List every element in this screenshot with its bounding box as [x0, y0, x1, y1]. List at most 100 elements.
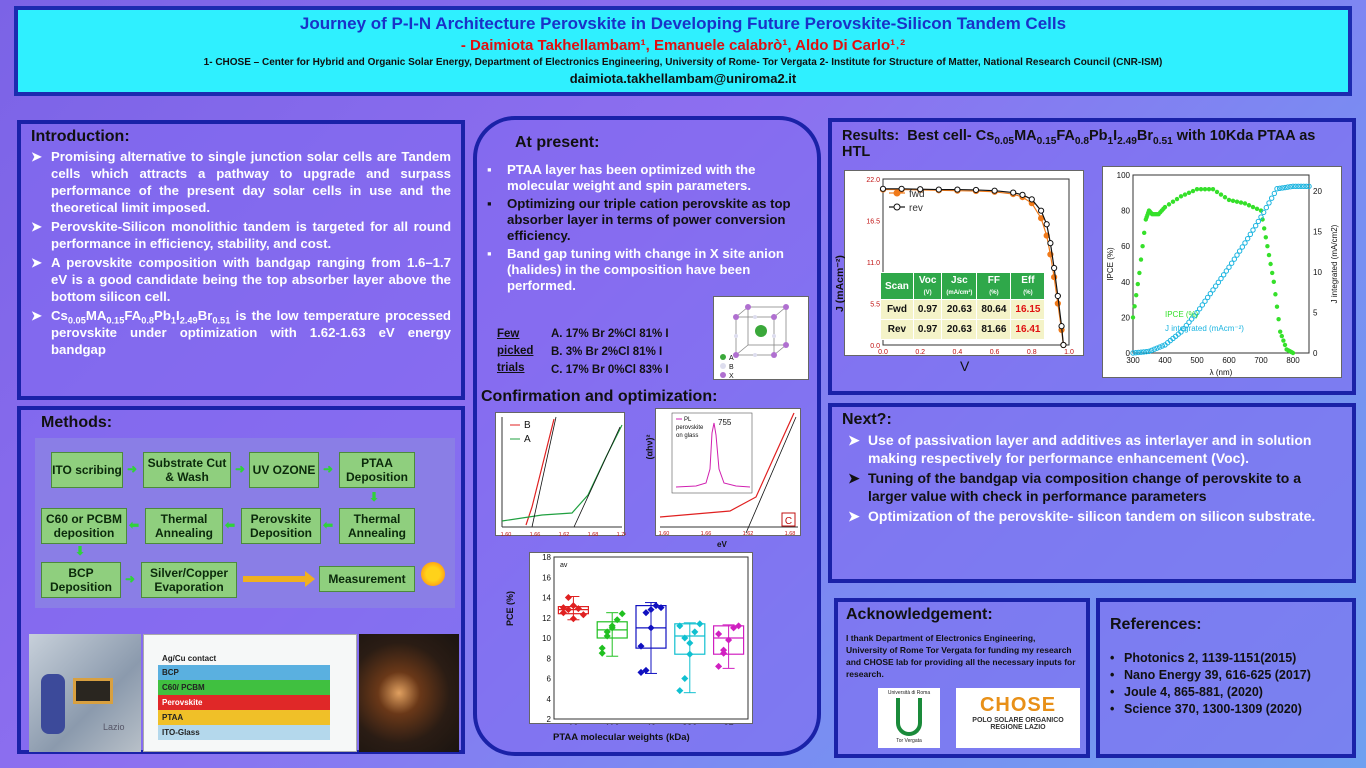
ipce-point: [1270, 270, 1275, 276]
data-point: [686, 650, 694, 658]
data-point: [564, 593, 572, 602]
svg-text:X: X: [729, 373, 734, 380]
flow-step: Perovskite Deposition: [241, 508, 321, 544]
methods-heading: Methods:: [41, 414, 113, 431]
legend-label: fwd: [909, 189, 925, 200]
arrow-left-icon: ⬅: [323, 518, 334, 532]
ipce-point: [1194, 187, 1200, 192]
y-tick-label: 4: [547, 695, 552, 704]
ipce-point: [1271, 279, 1276, 284]
perovskite-formula: Cs0.05MA0.15FA0.8Pb1I2.49Br0.51: [51, 308, 231, 326]
trial-option: A. 17% Br 2%Cl 81% I: [551, 328, 669, 340]
arrow-left-icon: ⬅: [225, 518, 236, 532]
arrow-right-icon: ➜: [235, 462, 246, 476]
jint-point: [1282, 184, 1288, 191]
jint-point: [1154, 345, 1160, 351]
ipce-point: [1182, 192, 1188, 197]
x-axis-label: λ (nm): [1210, 368, 1233, 377]
x-tick-label: 0.8: [1027, 349, 1037, 356]
device-stack-diagram: Ag/Cu contact BCP C60/ PCBM Perovskite P…: [143, 634, 357, 752]
data-point: [898, 185, 905, 192]
legend-label: B: [524, 420, 531, 431]
pce-boxplot: 24681012141618av101164039037: [529, 552, 753, 733]
y-tick-label: 6: [547, 675, 552, 684]
x-tick-label: 40: [646, 723, 656, 725]
bullet-text: Band gap tuning with change in X site an…: [507, 246, 784, 293]
ipce-point: [1132, 304, 1137, 309]
arrow-down-icon: ⬇: [75, 544, 86, 558]
x-tick-label: 400: [1158, 356, 1172, 365]
arrow-bullet-icon: ➤: [848, 432, 860, 448]
ipce-point: [1218, 192, 1224, 197]
x-tick-label: 37: [724, 723, 734, 725]
poster-header: Journey of P-I-N Architecture Perovskite…: [14, 6, 1352, 96]
ipce-point: [1254, 206, 1260, 212]
layer-bcp: BCP: [158, 665, 330, 680]
x-tick-label: 600: [1222, 356, 1236, 365]
poster-authors: - Daimiota Takhellambam¹, Emanuele calab…: [460, 37, 906, 54]
jint-point: [1231, 256, 1238, 262]
jint-point: [1274, 186, 1280, 192]
jint-point: [1228, 260, 1235, 266]
y-tick-label: 80: [1121, 207, 1130, 216]
ipce-point: [1130, 315, 1136, 320]
jint-point: [1204, 294, 1211, 301]
long-arrow: [243, 576, 307, 582]
jint-point: [1210, 287, 1216, 293]
data-point: [686, 639, 694, 647]
next-list: ➤Use of passivation layer and additives …: [848, 431, 1342, 525]
results-section: Results: Best cell- Cs0.05MA0.15FA0.8Pb1…: [828, 118, 1356, 395]
legend-label: on glass: [676, 433, 698, 439]
x-tick-label: 0.2: [915, 349, 925, 356]
ipce-point: [1206, 187, 1212, 192]
ipce-point: [1138, 257, 1144, 262]
acknowledgement-section: Acknowledgement: I thank Department of E…: [834, 598, 1090, 758]
jint-point: [1306, 183, 1312, 190]
flow-step: Thermal Annealing: [145, 508, 223, 544]
ipce-point: [1170, 199, 1176, 204]
arrow-bullet-icon: ➤: [848, 508, 860, 524]
jint-point: [1191, 313, 1198, 319]
data-point: [879, 185, 887, 192]
jint-point: [1202, 298, 1208, 304]
poster-email[interactable]: daimiota.takhellambam@uniroma2.it: [569, 71, 797, 86]
trial-option: C. 17% Br 0%Cl 83% I: [551, 364, 669, 376]
jint-point: [1239, 244, 1246, 250]
column-header: FF(%): [976, 272, 1012, 300]
data-point: [1028, 196, 1035, 203]
ipce-point: [1226, 197, 1232, 203]
ipce-point: [1281, 338, 1286, 343]
jint-point: [1298, 183, 1304, 190]
x-tick-label: 1.66: [530, 532, 541, 537]
arrow-left-icon: ⬅: [129, 518, 140, 532]
data-point: [1043, 221, 1050, 228]
bullet-text: A perovskite composition with bandgap ra…: [51, 255, 451, 304]
ipce-point: [1198, 187, 1204, 192]
y-tick-label: 22.0: [866, 177, 880, 184]
tor-vergata-logo: Università di Roma Tor Vergata: [878, 688, 940, 748]
confirmation-heading: Confirmation and optimization:: [481, 388, 718, 405]
data-point: [715, 662, 723, 670]
jint-point: [1135, 349, 1142, 356]
ipce-point: [1266, 252, 1272, 258]
list-item: •Science 370, 1300-1309 (2020): [1110, 702, 1302, 716]
data-point: [954, 186, 961, 193]
data-point: [1010, 189, 1017, 196]
list-item: ▪PTAA layer has been optimized with the …: [487, 162, 807, 194]
ipce-point: [1279, 333, 1284, 339]
pce-xlabel: PTAA molecular weights (kDa): [553, 732, 690, 743]
ipce-point: [1238, 200, 1244, 205]
ipce-point: [1174, 196, 1180, 202]
layer-perovskite: Perovskite: [158, 695, 330, 710]
legend-label: PL: [684, 417, 692, 423]
jint-point: [1279, 185, 1286, 191]
glove-image: [41, 674, 65, 734]
layer-label: Ag/Cu contact: [162, 654, 217, 663]
jint-point: [1226, 264, 1232, 270]
x-tick-label: 0.4: [953, 349, 963, 356]
next-section: Next?: ➤Use of passivation layer and add…: [828, 403, 1356, 583]
bullet-text: Optimizing our triple cation perovskite …: [507, 196, 791, 243]
dot-bullet-icon: •: [1110, 651, 1115, 665]
ipce-point: [1190, 188, 1196, 194]
